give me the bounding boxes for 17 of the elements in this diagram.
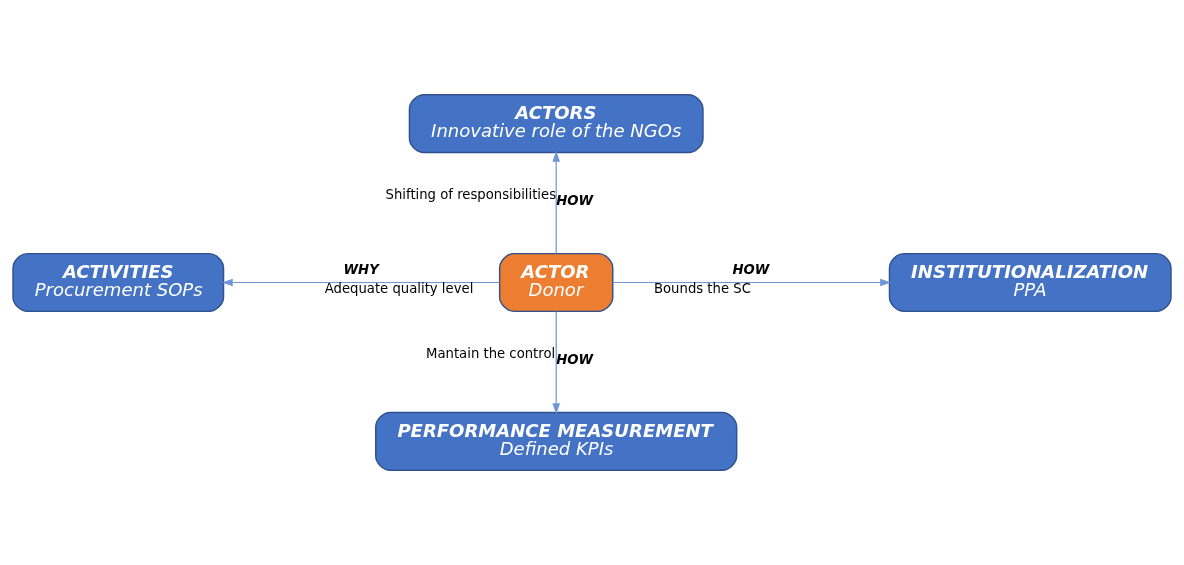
node-box: PERFORMANCE MEASUREMENT Defined KPIs [375, 411, 738, 471]
node-box: ACTOR Donor [498, 252, 614, 313]
edge-label: HOW [732, 261, 770, 277]
arrow [612, 278, 892, 287]
label: Bounds the SC [653, 281, 751, 297]
node-box: ACTORS Innovative role of the NGOs [408, 94, 704, 154]
edge-label: HOW [556, 193, 594, 209]
label: Shifting of responsibilities [385, 187, 557, 203]
arrow [221, 278, 501, 287]
edge-label: WHY [343, 261, 379, 277]
arrow [552, 311, 560, 415]
node-box: ACTIVITIES Procurement SOPs [12, 252, 225, 313]
label: Adequate quality level [324, 281, 474, 297]
node-box: INSTITUTIONALIZATION PPA [888, 252, 1172, 313]
arrow [552, 151, 560, 255]
edge-label: HOW [556, 352, 594, 368]
label: Mantain the control [426, 346, 556, 362]
